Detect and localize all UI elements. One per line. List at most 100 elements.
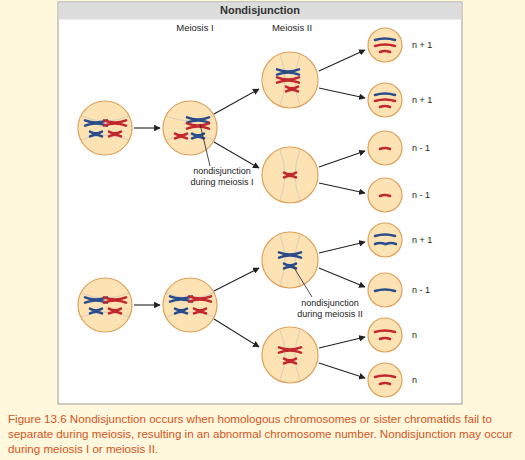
arrow [319,151,365,167]
chromatid [375,235,395,237]
chromosome [90,309,102,314]
cell-body [262,52,318,108]
figure-frame [58,2,462,404]
chromosome [187,123,209,128]
chromosome [194,309,206,314]
chromosome [284,359,296,364]
cell-body [78,101,132,155]
chromatid [380,383,390,384]
arrow [319,183,365,193]
arrow [214,268,259,291]
parent-cell [78,101,132,155]
arrow [214,142,259,168]
ploidy-label: n + 1 [412,40,452,51]
leader-line [200,124,210,166]
gamete-cell [368,178,402,212]
chromatid [375,243,385,244]
spindle-fiber [280,150,300,200]
arrow [319,268,365,287]
ploidy-label: n [412,375,452,386]
gamete-cell [368,28,402,62]
title-bar [59,3,462,20]
arrow [134,304,160,305]
cell-body [368,318,402,352]
meiosis-two-cell [262,327,318,383]
cell-body [368,178,402,212]
arrow [319,242,365,253]
chromatid [380,195,390,196]
spindle-fiber [280,235,300,285]
spindle-fiber [166,293,214,317]
chromatid [375,100,395,102]
chromosome [175,134,187,139]
gamete-cell [368,318,402,352]
chromatid [380,148,390,149]
spindle-fiber [81,116,129,140]
chromatid [375,45,395,47]
chromatid [375,94,395,96]
chromatid [380,338,390,339]
meiosis-two-cell [262,147,318,203]
leader-line [293,266,312,297]
chromatid [380,106,390,107]
chromosome [279,252,301,257]
parent-cell [78,278,132,332]
ploidy-label: n - 1 [412,285,452,296]
callout-label: nondisjunction during meiosis I [180,166,264,188]
chromatid [386,243,396,244]
spindle-fiber [81,293,129,317]
cell-body [368,273,402,307]
gamete-cell [368,223,402,257]
cell-body [368,223,402,257]
ploidy-label: n + 1 [412,235,452,246]
chromosome [279,347,301,352]
chromosome [109,132,121,137]
cell-body [368,83,402,117]
stage-label: Meiosis II [257,22,327,33]
chromatid [375,376,395,378]
ploidy-label: n - 1 [412,190,452,201]
spindle-fiber [280,330,300,380]
arrow [319,88,365,98]
chromatid [375,331,395,333]
arrow [214,319,259,347]
chromosome [187,117,209,122]
arrow [319,50,365,71]
chromosome [286,87,298,92]
arrow [214,89,259,114]
meiosis-one-cell [163,101,217,155]
meiosis-two-cell [262,52,318,108]
ploidy-label: n - 1 [412,143,452,154]
chromosome [284,173,296,178]
chromosome [90,132,102,137]
chromosome [104,120,126,125]
arrow [319,363,365,378]
chromosome [277,77,299,82]
cell-body [262,147,318,203]
cell-body [163,278,217,332]
stage-label: Meiosis I [160,22,230,33]
arrow [319,337,365,348]
gamete-cell [368,131,402,165]
chromatid [380,51,390,52]
cell-body [163,101,217,155]
meiosis-one-cell [163,278,217,332]
chromatid [375,290,395,292]
gamete-cell [368,273,402,307]
gamete-cell [368,83,402,117]
gamete-cell [368,363,402,397]
chromosome [104,297,126,302]
chromatid [375,39,395,41]
cell-body [262,232,318,288]
chromosome [175,309,187,314]
spindle-fiber [166,116,214,140]
arrow-group [134,50,365,378]
ploidy-label: n [412,330,452,341]
chromosome [109,309,121,314]
arrow [134,127,160,128]
meiosis-two-cell [262,232,318,288]
figure-title: Nondisjunction [58,2,462,19]
callout-label: nondisjunction during meiosis II [288,298,372,320]
cell-body [262,327,318,383]
